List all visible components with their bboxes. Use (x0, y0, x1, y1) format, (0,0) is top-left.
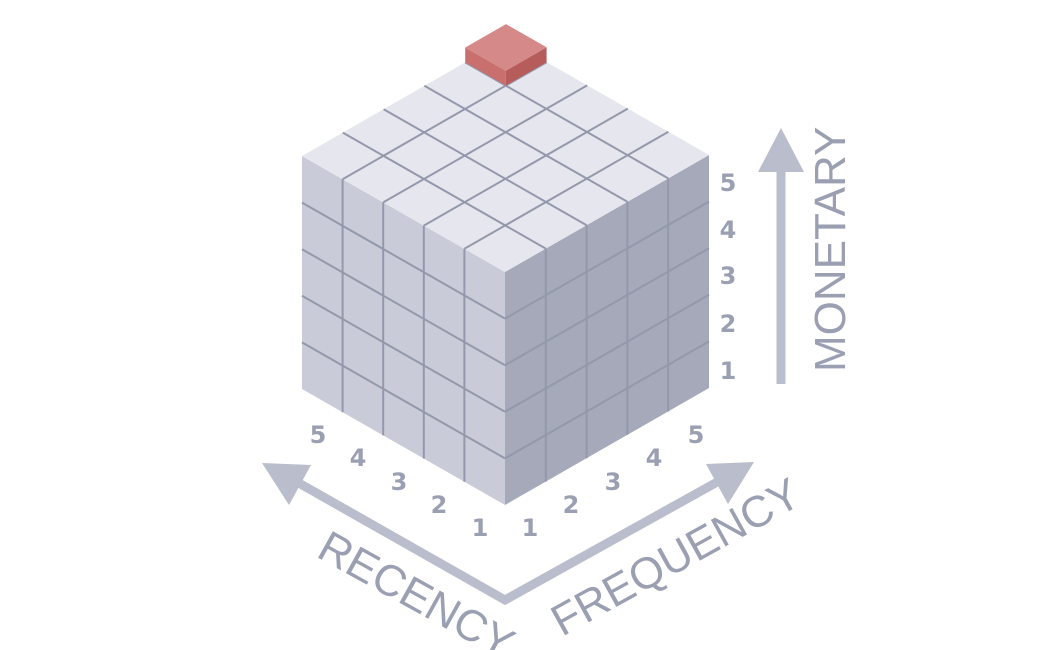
recency-tick-2: 2 (431, 491, 448, 519)
monetary-tick-3: 3 (720, 262, 737, 290)
monetary-tick-4: 4 (720, 216, 737, 244)
frequency-tick-2: 2 (563, 491, 580, 519)
frequency-tick-3: 3 (605, 468, 622, 496)
monetary-arrowhead (758, 128, 804, 172)
monetary-title: MONETARY (806, 127, 855, 372)
recency-tick-1: 1 (472, 514, 489, 542)
frequency-tick-4: 4 (646, 444, 663, 472)
recency-tick-5: 5 (310, 421, 327, 449)
recency-tick-4: 4 (350, 444, 367, 472)
monetary-axis: MONETARY 1 2 3 4 5 (720, 127, 855, 385)
monetary-tick-5: 5 (720, 169, 737, 197)
frequency-tick-1: 1 (522, 514, 539, 542)
frequency-tick-5: 5 (688, 421, 705, 449)
monetary-tick-2: 2 (720, 310, 737, 338)
recency-tick-3: 3 (391, 468, 408, 496)
monetary-tick-1: 1 (720, 357, 737, 385)
recency-title: RECENCY (310, 522, 522, 650)
rfm-cube (302, 39, 709, 505)
